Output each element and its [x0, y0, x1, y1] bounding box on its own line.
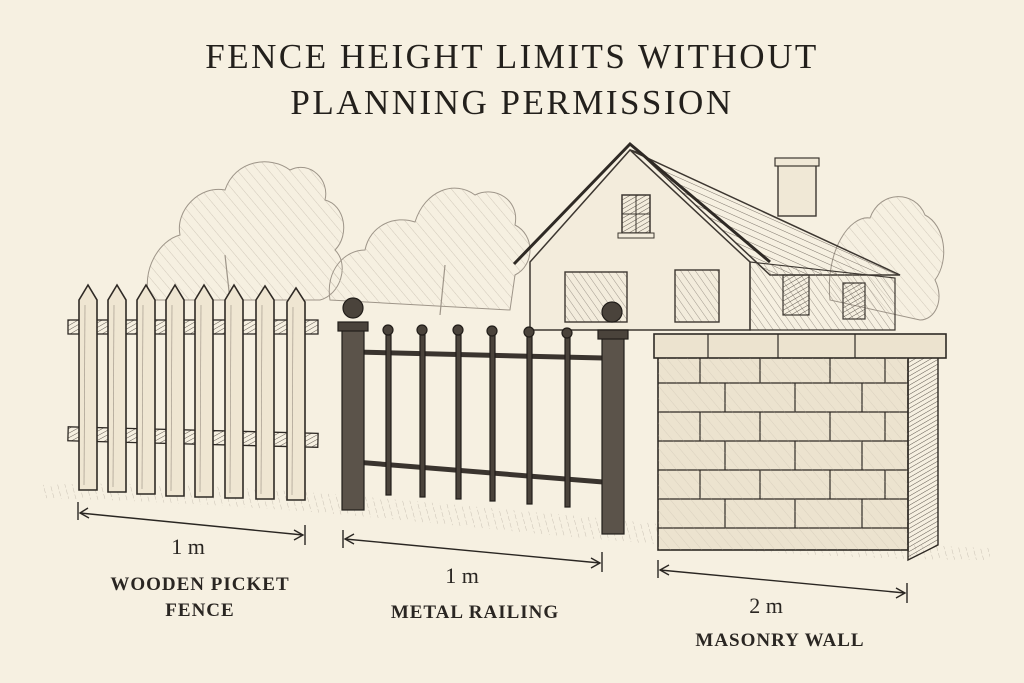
wooden-fence-label: WOODEN PICKET FENCE — [70, 572, 330, 624]
dimension-lines — [77, 502, 908, 603]
masonry-wall-label: MASONRY WALL — [695, 630, 865, 651]
masonry-wall — [653, 333, 947, 562]
masonry-wall-height: 2 m — [749, 593, 783, 618]
page-title: FENCE HEIGHT LIMITS WITHOUT PLANNING PER… — [0, 34, 1024, 126]
metal-railing-label: METAL RAILING — [390, 602, 560, 623]
wooden-fence-label-line-1: WOODEN PICKET — [110, 574, 290, 595]
metal-railing — [337, 297, 629, 535]
wooden-fence-label-line-2: FENCE — [165, 600, 235, 621]
metal-railing-height: 1 m — [445, 563, 479, 588]
wooden-fence-height: 1 m — [171, 534, 205, 559]
wooden-picket-fence — [67, 283, 319, 501]
title-line-1: FENCE HEIGHT LIMITS WITHOUT — [205, 37, 819, 76]
background-trees — [146, 161, 945, 321]
title-line-2: PLANNING PERMISSION — [290, 83, 734, 122]
house-drawing — [512, 141, 901, 331]
